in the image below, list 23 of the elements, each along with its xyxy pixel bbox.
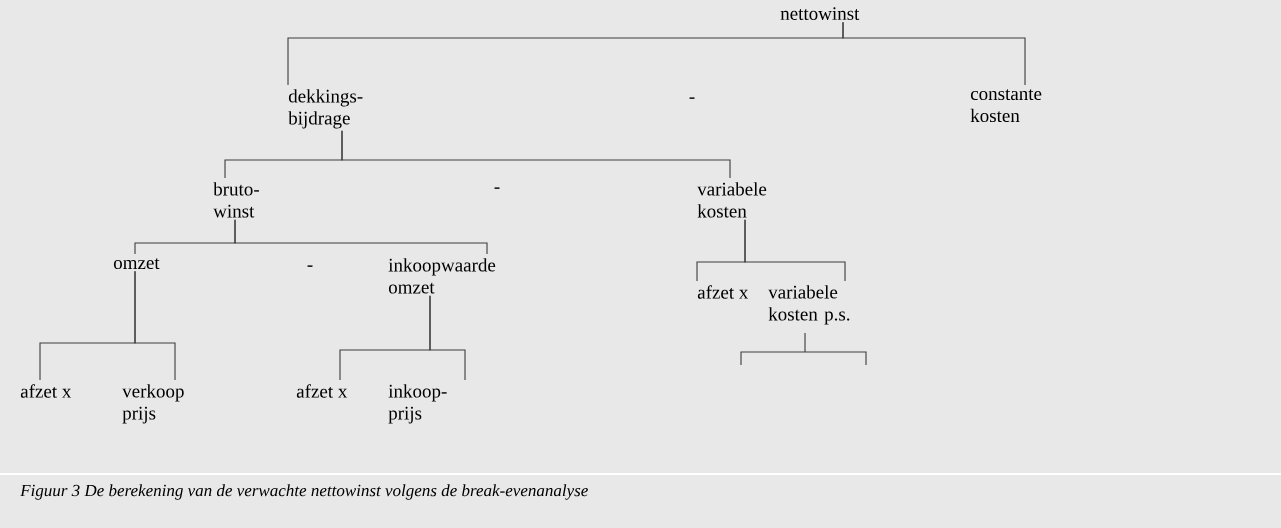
term-text: afzet x (697, 285, 749, 299)
term-text: afzet x (20, 384, 72, 398)
term-text: verkoop prijs (122, 384, 184, 424)
term-text: dekkings- bijdrage (288, 89, 363, 129)
minus-sign: - (307, 265, 313, 267)
term-text: afzet x (296, 384, 348, 398)
bracket-line (429, 295, 466, 381)
bracket-line (341, 130, 731, 179)
caption: Figuur 3 De berekening van de verwachte nettowinst volgens de break-evenanalyse (20, 484, 588, 500)
bracket-line (234, 219, 488, 255)
term-text: variabele kosten (697, 182, 767, 218)
term-text: omzet (113, 258, 160, 270)
term-text: variabele kosten p.s. (768, 285, 850, 325)
term-text: nettowinst (780, 7, 860, 20)
bracket-line (134, 270, 176, 381)
minus-sign: - (689, 97, 695, 99)
minus-sign: - (494, 187, 500, 189)
bracket-line (744, 219, 846, 282)
bracket-line (842, 21, 1026, 86)
term-text: bruto- winst (213, 182, 259, 218)
term-text: inkoopwaarde omzet (388, 258, 496, 294)
term-text: inkoop- prijs (388, 384, 447, 424)
term-text: constante kosten (970, 89, 1042, 123)
